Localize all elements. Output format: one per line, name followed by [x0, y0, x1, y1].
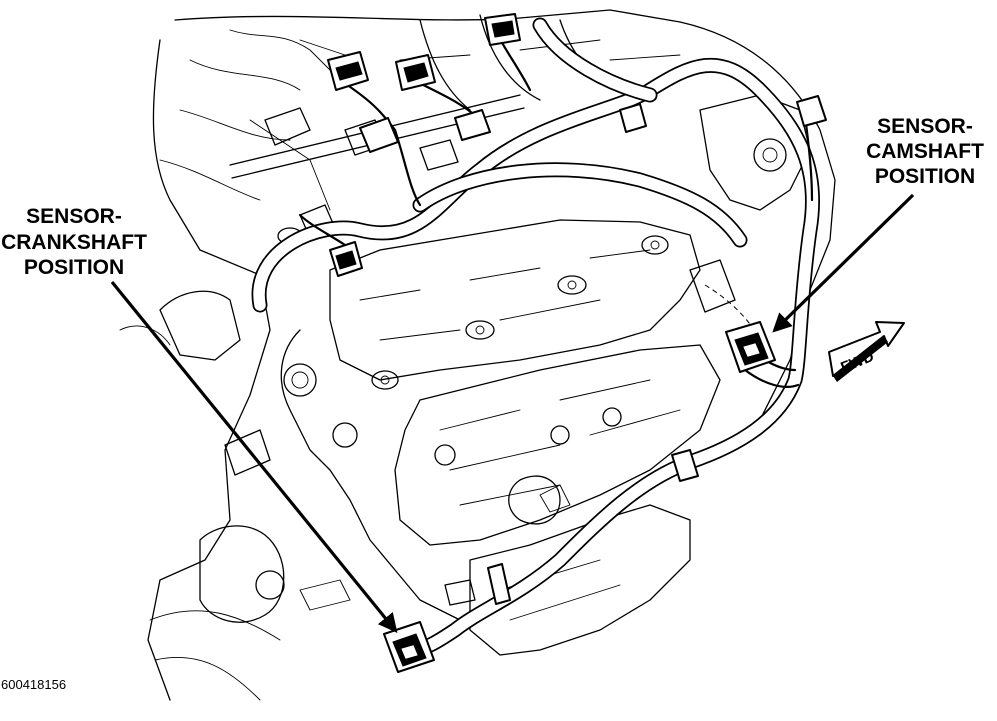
- connector-right-top: [796, 95, 827, 127]
- connector-injector-1: [359, 117, 399, 153]
- harness-connectors: [327, 13, 827, 673]
- connector-injector-2: [454, 109, 491, 141]
- harness-clip-right: [671, 449, 699, 482]
- connector-top-right: [484, 13, 521, 46]
- crankshaft-label-line-2: CRANKSHAFT: [1, 231, 147, 254]
- camshaft-sensor-connector: [725, 321, 776, 373]
- camshaft-sensor-label: SENSOR- CAMSHAFT POSITION: [866, 115, 984, 188]
- crankshaft-sensor-connector: [383, 621, 435, 673]
- crankshaft-label-line-1: SENSOR-: [26, 205, 122, 228]
- connector-left-lower: [329, 241, 363, 277]
- crankshaft-sensor-label: SENSOR- CRANKSHAFT POSITION: [1, 205, 147, 279]
- crankshaft-leader-line: [110, 280, 398, 633]
- figure-id: 60041815​6: [1, 677, 66, 692]
- connector-top-mid: [395, 54, 436, 91]
- harness-clip-upper: [619, 103, 647, 133]
- forward-arrow-icon: FWD: [828, 321, 905, 382]
- camshaft-label-line-2: CAMSHAFT: [866, 140, 984, 163]
- connector-top-left: [327, 51, 369, 91]
- crankshaft-label-line-3: POSITION: [24, 256, 124, 279]
- camshaft-label-line-1: SENSOR-: [877, 115, 973, 138]
- wiring-harness: [251, 17, 821, 658]
- camshaft-label-line-3: POSITION: [875, 165, 975, 188]
- harness-clip-lower: [487, 563, 511, 605]
- camshaft-leader-line: [772, 193, 915, 333]
